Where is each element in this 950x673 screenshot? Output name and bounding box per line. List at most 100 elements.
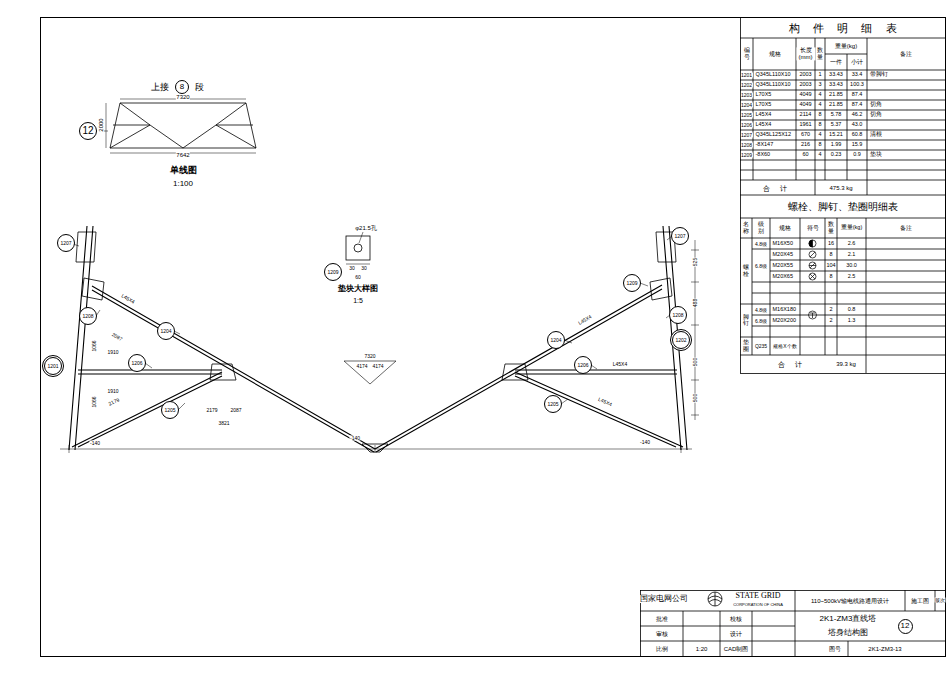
drawing-label: 7320: [176, 94, 190, 100]
table-symbols-part: [809, 273, 816, 280]
drawing-label: CAD制图: [723, 646, 749, 652]
tower-body-part: [82, 278, 672, 452]
table-cell: 1205: [740, 113, 752, 118]
table-cell: 8: [829, 252, 833, 258]
drawing-label: 4174: [372, 364, 384, 369]
drawing-label: -140: [89, 441, 100, 446]
drawing-label: 长度 (mm): [796, 47, 815, 60]
drawing-label: 1910: [107, 389, 119, 394]
drawing-label: 488: [693, 298, 698, 307]
table-cell: 4049: [799, 92, 812, 98]
drawing-label: 39.3 kg: [836, 361, 857, 367]
drawing-label: 一件: [830, 59, 843, 65]
drawing-label: L45X4: [597, 397, 613, 408]
table-cell: 6.8级: [755, 318, 768, 323]
table-cell: 43.0: [851, 122, 863, 128]
pad-detail-part: [354, 244, 362, 252]
drawing-label: 重量(kg): [840, 225, 862, 231]
title-block-grid-part: [708, 592, 722, 606]
table-cell: -8X60: [755, 152, 771, 158]
drawing-label: 段: [194, 83, 204, 92]
drawing-label: 30: [349, 266, 356, 271]
table-grid-part: [740, 38, 946, 195]
table-cell: M16X50: [772, 241, 794, 247]
pad-detail-part: [346, 232, 370, 264]
callout-circle: 1209: [623, 274, 641, 292]
callout-number: 1206: [131, 361, 142, 366]
drawing-label: CORPORATION OF CHINA: [733, 603, 784, 607]
callout-circle: 1207: [671, 227, 689, 245]
table-cell: 8: [818, 142, 822, 148]
drawing-label: 螺栓、脚钉、垫圈明细表: [788, 202, 899, 212]
table-cell: 3: [818, 82, 822, 88]
drawing-label: 规格: [768, 51, 781, 57]
table-symbols-part: [809, 262, 816, 269]
table-cell: 0.8: [847, 307, 856, 313]
table-cell: 2.6: [847, 241, 856, 247]
table-symbols: [809, 240, 817, 319]
table-grid-part: [753, 38, 867, 195]
table-cell: 46.2: [851, 112, 863, 118]
sheet-frame: [41, 18, 946, 657]
table-cell: 15.21: [829, 132, 844, 138]
callout-number: 1209: [327, 270, 338, 275]
table-cell: 16: [827, 241, 834, 247]
drawing-label: 1066: [92, 340, 97, 352]
table-cell: L70X5: [755, 92, 772, 98]
drawing-label: 合计: [752, 184, 798, 191]
table-cell: 垫块: [869, 152, 882, 158]
callout-circle: 12: [79, 122, 97, 140]
callout-number: 12: [901, 622, 910, 630]
table-cell: 87.4: [851, 102, 863, 108]
table-cell: 4049: [799, 102, 812, 108]
callout-number: 8: [180, 83, 184, 91]
table-cell: 1202: [740, 83, 752, 88]
table-cell: 1961: [799, 122, 812, 128]
table-cell: 1201: [740, 73, 752, 78]
callout-number: 1204: [160, 329, 171, 334]
drawing-label: 2K1-ZM3-13: [868, 646, 902, 652]
pad-detail-part: [346, 236, 370, 260]
tower-body-part: [691, 240, 699, 420]
callout-circle: 1206: [574, 356, 592, 374]
drawing-label: 2K1-ZM3直线塔: [819, 615, 877, 623]
drawing-label: 重量(kg): [834, 43, 857, 49]
table-symbols-part: [810, 274, 815, 279]
callout-circle: 12: [898, 619, 913, 634]
callout-circle: 1206: [128, 354, 146, 372]
table-cell: 4: [818, 152, 822, 158]
callout-circle: 1205: [544, 395, 562, 413]
drawing-label: 版次: [935, 598, 946, 603]
table-cell: M20X65: [772, 274, 794, 280]
drawing-label: 校核: [730, 616, 743, 622]
table-cell: 1.3: [847, 318, 856, 324]
drawing-label: 施工图: [911, 598, 930, 604]
table-cell: -8X147: [755, 142, 774, 148]
drawing-label: 小计: [851, 59, 864, 65]
drawing-label: 符号: [806, 225, 819, 231]
table-cell: 33.43: [829, 72, 844, 78]
table-cell: L45X4: [755, 112, 772, 118]
drawing-label: 7320: [364, 354, 376, 359]
table-cell: 15.9: [851, 142, 863, 148]
drawing-label: 构件明细表: [776, 23, 911, 34]
drawing-label: -140: [639, 440, 650, 445]
table-cell: 1208: [740, 143, 752, 148]
drawing-label: 国家电网公司: [640, 595, 689, 603]
table-symbols-part: [809, 240, 812, 247]
table-cell: 6.8级: [755, 263, 768, 268]
callout-circle: 1205: [161, 401, 179, 419]
tower-body-part: [73, 236, 672, 410]
table-cell: 87.4: [851, 92, 863, 98]
drawing-label: 2179: [206, 408, 218, 413]
callout-number: 1207: [60, 241, 71, 246]
table-cell: 670: [800, 132, 810, 138]
table-cell: 216: [800, 142, 810, 148]
table-cell: 100.3: [850, 82, 865, 88]
table-cell: Q235: [754, 344, 767, 349]
single-line-diagram-part: [110, 103, 256, 148]
drawing-label: 1066: [92, 396, 97, 408]
table-cell: 5.78: [830, 112, 842, 118]
table-cell: 4.8级: [755, 241, 768, 246]
drawing-label: 1:5: [353, 297, 364, 304]
